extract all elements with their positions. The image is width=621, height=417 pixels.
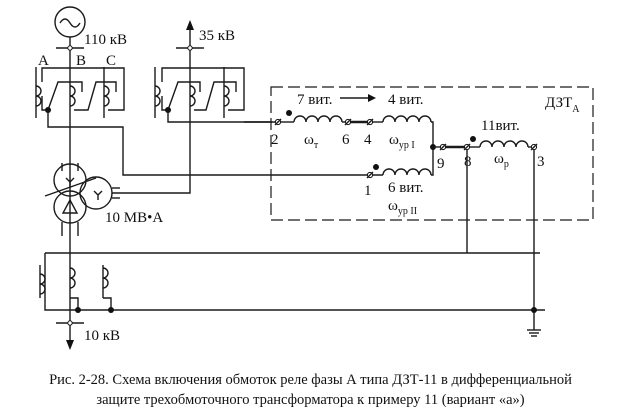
winding-w-ur2 bbox=[362, 147, 434, 176]
ground-icon bbox=[527, 329, 541, 337]
polarity-dot bbox=[373, 164, 379, 170]
figure-caption-line-2: защите трехобмоточного трансформатора к … bbox=[96, 392, 525, 408]
arrow-up-icon bbox=[186, 20, 194, 30]
terminal-label-2: 2 bbox=[271, 132, 279, 148]
ct-group-10kv bbox=[39, 252, 545, 350]
turns-w-ur2: 6 вит. bbox=[388, 180, 424, 196]
polarity-dot bbox=[470, 136, 476, 142]
terminal-9 bbox=[439, 143, 447, 151]
terminal-label-8: 8 bbox=[464, 154, 472, 170]
relay-enclosure bbox=[270, 86, 594, 221]
label-110kv: 110 кВ bbox=[84, 32, 127, 48]
label-10kv: 10 кВ bbox=[84, 328, 120, 344]
terminal-label-4: 4 bbox=[364, 132, 372, 148]
delta-symbol bbox=[61, 198, 79, 214]
wire-to-terminal-1 bbox=[122, 160, 362, 176]
turns-w-t: 7 вит. bbox=[297, 92, 333, 108]
terminal-8 bbox=[463, 143, 471, 151]
ct-group-35kv bbox=[154, 67, 272, 123]
symbol-w-t: ωт bbox=[304, 132, 319, 151]
symbol-w-r: ωр bbox=[494, 151, 509, 170]
winding-w-t bbox=[278, 110, 348, 123]
terminal-4 bbox=[366, 118, 374, 126]
terminal-2 bbox=[274, 118, 282, 126]
terminal-label-9: 9 bbox=[437, 156, 445, 172]
label-35kv: 35 кВ bbox=[199, 28, 235, 44]
terminal-3 bbox=[530, 143, 538, 151]
transformer-rating: 10 МВ•А bbox=[105, 210, 163, 226]
turns-w-r: 11вит. bbox=[481, 118, 520, 134]
phase-label-b: B bbox=[76, 53, 86, 69]
three-winding-transformer bbox=[44, 163, 120, 236]
symbol-w-ur2: ωур II bbox=[388, 198, 417, 217]
turns-w-ur1: 4 вит. bbox=[388, 92, 424, 108]
ac-sine-icon bbox=[59, 18, 81, 28]
winding-w-r bbox=[467, 136, 534, 148]
terminal-label-3: 3 bbox=[537, 154, 545, 170]
terminal-label-6: 6 bbox=[342, 132, 350, 148]
terminal-label-1: 1 bbox=[364, 183, 372, 199]
terminal-1 bbox=[366, 171, 374, 179]
ct-group-110kv bbox=[35, 67, 125, 160]
arrow-down-icon bbox=[66, 340, 74, 350]
polarity-dot bbox=[286, 110, 292, 116]
phase-label-a: A bbox=[38, 53, 49, 69]
phase-label-c: C bbox=[106, 53, 116, 69]
symbol-w-ur1: ωур I bbox=[389, 132, 415, 151]
relay-label: ДЗТА bbox=[545, 95, 580, 115]
terminal-6 bbox=[344, 118, 352, 126]
terminals bbox=[274, 118, 538, 179]
figure-caption-line-1: Рис. 2-28. Схема включения обмоток реле … bbox=[49, 372, 572, 388]
bus-35kv bbox=[176, 20, 204, 190]
